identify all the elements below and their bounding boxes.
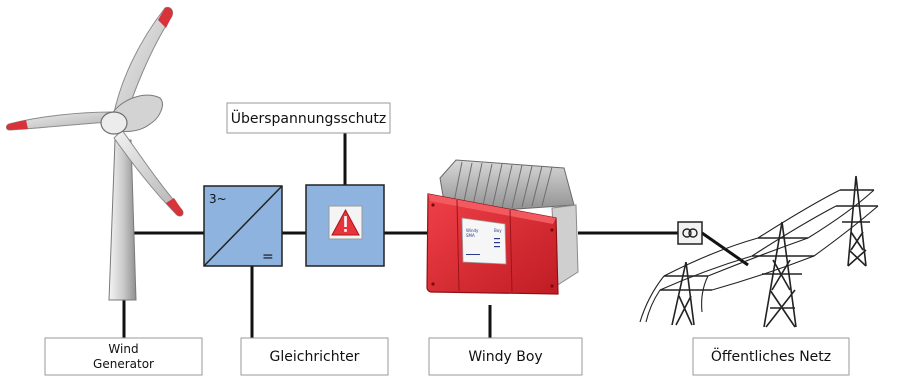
wind-generator-label-line2: Generator: [93, 357, 154, 371]
rectifier-label: Gleichrichter: [270, 349, 360, 365]
surge-protection-block: [305, 184, 385, 267]
blade-tip-left: [6, 120, 28, 130]
label-rectifier: Gleichrichter: [240, 337, 389, 376]
turbine-tower: [108, 139, 137, 301]
inverter-device: Windy SMA Boy: [426, 159, 579, 295]
wind-generator-label-line1: Wind: [108, 342, 138, 356]
inverter-panel-text-1: Windy: [466, 228, 479, 233]
surge-protection-box: [305, 184, 385, 267]
label-surge-protection: Überspannungsschutz: [226, 102, 391, 134]
turbine-hub: [100, 111, 128, 135]
inverter-top-edge: [428, 194, 556, 224]
label-wind-generator: Wind Generator: [44, 337, 203, 376]
rectifier-ac-symbol: 3~: [209, 192, 227, 206]
power-cables: [639, 189, 879, 323]
public-grid-label: Öffentliches Netz: [711, 347, 831, 365]
label-inverter: Windy Boy: [428, 337, 583, 376]
pylon-far: [836, 175, 878, 267]
power-pylon-icon: [639, 175, 879, 328]
inverter-label: Windy Boy: [468, 349, 542, 365]
inverter-display-panel: [461, 217, 507, 265]
blade-tip-down: [166, 198, 184, 217]
inverter-panel-text-2: SMA: [466, 233, 475, 238]
rectifier-block: 3~ =: [203, 185, 283, 267]
wind-turbine-icon: [6, 7, 184, 301]
blade-tip-up: [158, 7, 173, 29]
surge-protection-label: Überspannungsschutz: [231, 109, 387, 127]
rectifier-diagonal: [203, 185, 283, 267]
rectifier-dc-symbol: =: [262, 249, 274, 265]
label-public-grid: Öffentliches Netz: [692, 337, 850, 376]
meter-icon: [677, 221, 703, 245]
warning-triangle-icon: [331, 208, 360, 236]
inverter-panel-text-3: Boy: [494, 228, 502, 233]
